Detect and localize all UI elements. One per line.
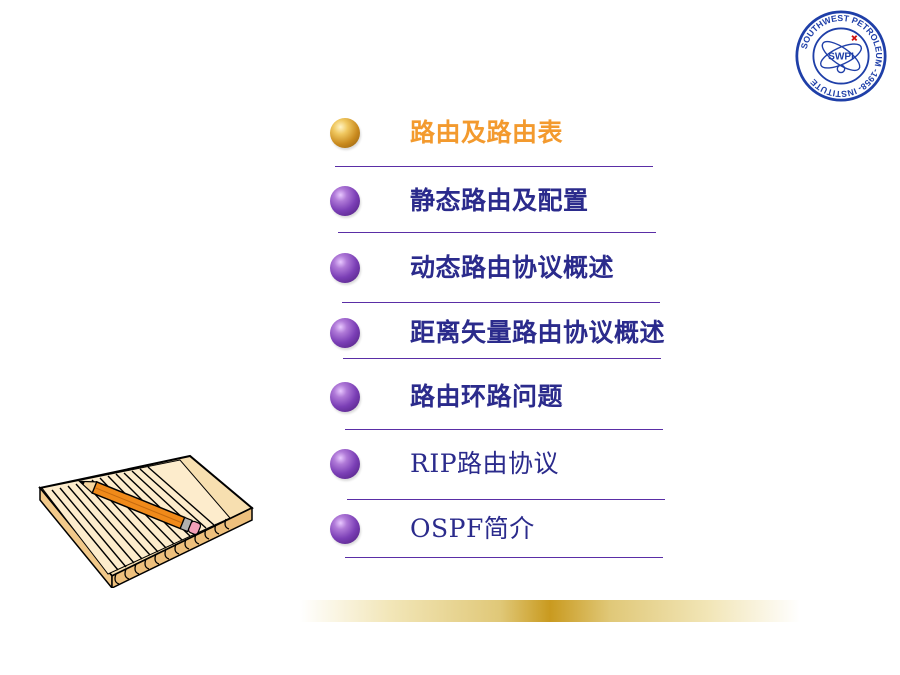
menu-item-label: OSPF简介 [410, 514, 535, 543]
menu-divider [345, 557, 663, 558]
decorative-gradient-bar [300, 600, 800, 622]
menu-divider [345, 429, 663, 430]
menu-divider [338, 232, 656, 233]
menu-item-label: RIP路由协议 [410, 449, 560, 478]
purple-sphere-icon [330, 514, 360, 544]
menu-item-routing-table[interactable]: 路由及路由表 [330, 118, 690, 178]
menu-item-label: 距离矢量路由协议概述 [410, 318, 666, 347]
menu-item-rip[interactable]: RIP路由协议 [330, 449, 690, 509]
menu-item-label: 路由环路问题 [410, 382, 564, 411]
gold-sphere-icon [330, 118, 360, 148]
menu-divider [347, 499, 665, 500]
swpi-logo-icon: SOUTHWEST PETROLEUM -1958- INSTITUTE SWP… [795, 10, 887, 102]
menu-item-label: 静态路由及配置 [410, 186, 589, 215]
notebook-pencil-icon [38, 454, 254, 588]
menu-item-ospf[interactable]: OSPF简介 [330, 514, 690, 574]
purple-sphere-icon [330, 382, 360, 412]
purple-sphere-icon [330, 318, 360, 348]
menu-item-label: 路由及路由表 [410, 118, 564, 147]
menu-divider [342, 302, 660, 303]
menu-item-label: 动态路由协议概述 [410, 253, 615, 282]
purple-sphere-icon [330, 186, 360, 216]
menu-divider [343, 358, 661, 359]
menu-item-distance-vector[interactable]: 距离矢量路由协议概述 [330, 318, 690, 378]
menu-item-dynamic-routing[interactable]: 动态路由协议概述 [330, 253, 690, 313]
menu-divider [335, 166, 653, 167]
menu-item-routing-loops[interactable]: 路由环路问题 [330, 382, 690, 442]
purple-sphere-icon [330, 253, 360, 283]
purple-sphere-icon [330, 449, 360, 479]
logo-center-text: SWPI [828, 52, 854, 63]
menu-item-static-routing[interactable]: 静态路由及配置 [330, 186, 690, 246]
